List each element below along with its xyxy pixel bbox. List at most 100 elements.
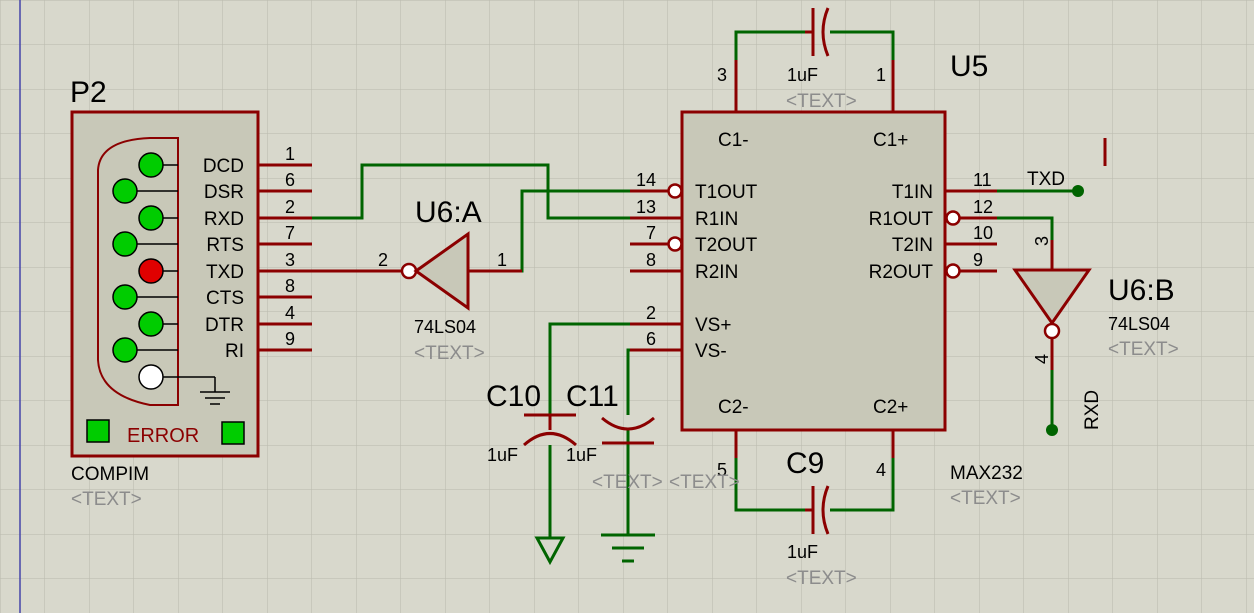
u6a-inverter[interactable]: U6:A 2 1 74LS04 <TEXT> <box>312 196 522 364</box>
cap-top-plate-curved <box>821 7 830 57</box>
p2-pin-name: RTS <box>206 235 244 256</box>
p2-pin-name: CTS <box>206 288 244 309</box>
p2-body <box>70 110 260 458</box>
c10-ref: C10 <box>486 380 541 413</box>
u6a-ref: U6:A <box>415 196 482 229</box>
p2-led-leads <box>137 164 230 405</box>
p2-pin-name: DSR <box>204 182 244 203</box>
u6b-inverter[interactable]: U6:B 3 4 74LS04 <TEXT> <box>1012 236 1179 370</box>
u5-pin-name: T2IN <box>892 235 933 256</box>
u5-pin-num: 6 <box>646 329 656 349</box>
u6b-pin-in-num: 3 <box>1032 236 1052 246</box>
c9-plate-curved <box>821 485 830 535</box>
junction-rxd <box>1046 424 1058 436</box>
u5-pin-name: R1OUT <box>869 209 934 230</box>
p2-pin-num: 8 <box>285 276 295 296</box>
u6b-part: 74LS04 <box>1108 314 1170 334</box>
capacitor-c11[interactable]: C11 1uF <TEXT> <TEXT> <box>566 380 740 563</box>
led-gnd <box>138 364 164 390</box>
p2-pin-name: RXD <box>204 209 244 230</box>
led-rxd <box>138 205 164 231</box>
c10-text: <TEXT> <box>592 472 663 493</box>
u5-pin-num: 9 <box>973 250 983 270</box>
u5-pin-num: 7 <box>646 223 656 243</box>
u5-pin-num: 8 <box>646 250 656 270</box>
c11-text: <TEXT> <box>669 472 740 493</box>
u5-pin-name: T2OUT <box>695 235 758 256</box>
wires[interactable] <box>312 30 1078 538</box>
p2-pin-num: 4 <box>285 303 295 323</box>
net-label-txd[interactable]: TXD <box>1027 169 1065 190</box>
p2-status-led-right <box>221 421 245 445</box>
cap-top-value: 1uF <box>787 65 818 85</box>
u5-top-bottom-pin-numbers: 3 1 5 4 <box>717 65 886 480</box>
u5-pin-name: R2IN <box>695 262 738 283</box>
u6b-bubble <box>1043 322 1061 340</box>
u5-pin-num: 11 <box>973 170 992 190</box>
wire-vsminus-c11 <box>626 348 630 415</box>
led-rts <box>112 231 138 257</box>
u5-max232[interactable]: U5 T1OUT R1IN T2OUT <box>630 50 1023 509</box>
u6b-triangle <box>1012 268 1092 326</box>
u5-pin-num: 3 <box>717 65 727 85</box>
net-label-rxd[interactable]: RXD <box>1082 390 1103 430</box>
p2-pin-num: 3 <box>285 250 295 270</box>
u5-right-pin-names: T1IN R1OUT T2IN R2OUT <box>869 182 934 283</box>
u5-pin-name: VS- <box>695 341 727 362</box>
u5-pin-num: 5 <box>717 460 727 480</box>
wire-c2plus-bottom <box>830 458 895 512</box>
u6a-part: 74LS04 <box>414 317 476 337</box>
p2-pin-num: 9 <box>285 329 295 349</box>
capacitor-c10[interactable]: C10 1uF <box>486 380 577 566</box>
u5-pin-name: C1+ <box>873 130 908 151</box>
cap-top-text: <TEXT> <box>786 91 857 112</box>
p2-leds <box>112 152 164 390</box>
p2-text: <TEXT> <box>71 489 142 510</box>
wire-c1plus-top <box>830 30 895 60</box>
p2-pin-name: RI <box>225 341 244 362</box>
u5-pin-num: 1 <box>876 65 886 85</box>
p2-status-led-left <box>86 419 110 443</box>
p2-pin-lines[interactable] <box>258 163 312 352</box>
p2-pin-numbers: 1 6 2 7 3 8 4 9 <box>285 144 295 349</box>
led-dcd <box>138 152 164 178</box>
u5-pin-name: C1- <box>718 130 749 151</box>
led-txd <box>138 258 164 284</box>
u6a-pin-out-num: 1 <box>497 250 507 270</box>
u5-pin-name: C2- <box>718 397 749 418</box>
p2-error-label: ERROR <box>127 425 199 447</box>
u5-pin-name: T1IN <box>892 182 933 203</box>
p2-pin-name: DTR <box>205 315 244 336</box>
led-dtr <box>138 311 164 337</box>
wire-c1minus-top <box>734 30 805 60</box>
wire-c2minus-bottom <box>734 458 805 512</box>
u5-pin-lines <box>630 60 997 458</box>
u6b-ref: U6:B <box>1108 274 1175 307</box>
c11-ground-symbol <box>601 533 655 563</box>
p2-part: COMPIM <box>71 464 149 485</box>
u5-pin-name: R1IN <box>695 209 738 230</box>
u5-pin-name: C2+ <box>873 397 908 418</box>
c10-value: 1uF <box>487 445 518 465</box>
u5-pin-num: 4 <box>876 460 886 480</box>
p2-pin-num: 7 <box>285 223 295 243</box>
u5-pin-name: T1OUT <box>695 182 758 203</box>
p2-pin-name: TXD <box>206 262 244 283</box>
led-ri <box>112 337 138 363</box>
u5-bubbles <box>667 183 961 279</box>
u5-pin-num: 10 <box>973 223 993 243</box>
p2-pin-name: DCD <box>203 156 244 177</box>
c9-text: <TEXT> <box>786 568 857 589</box>
u5-pin-num: 2 <box>646 303 656 323</box>
u5-pin-num: 12 <box>973 197 993 217</box>
capacitor-top[interactable]: 1uF <TEXT> <box>786 7 857 112</box>
p2-compim[interactable]: P2 DC <box>70 76 312 510</box>
u5-top-bottom-pin-names: C1- C1+ C2- C2+ <box>718 130 908 418</box>
u5-pin-num: 14 <box>636 170 656 190</box>
u5-pin-name: R2OUT <box>869 262 934 283</box>
capacitor-c9[interactable]: C9 1uF <TEXT> <box>786 447 857 589</box>
p2-pin-num: 2 <box>285 197 295 217</box>
u5-pin-num: 13 <box>636 197 656 217</box>
junction-txd <box>1072 185 1084 197</box>
